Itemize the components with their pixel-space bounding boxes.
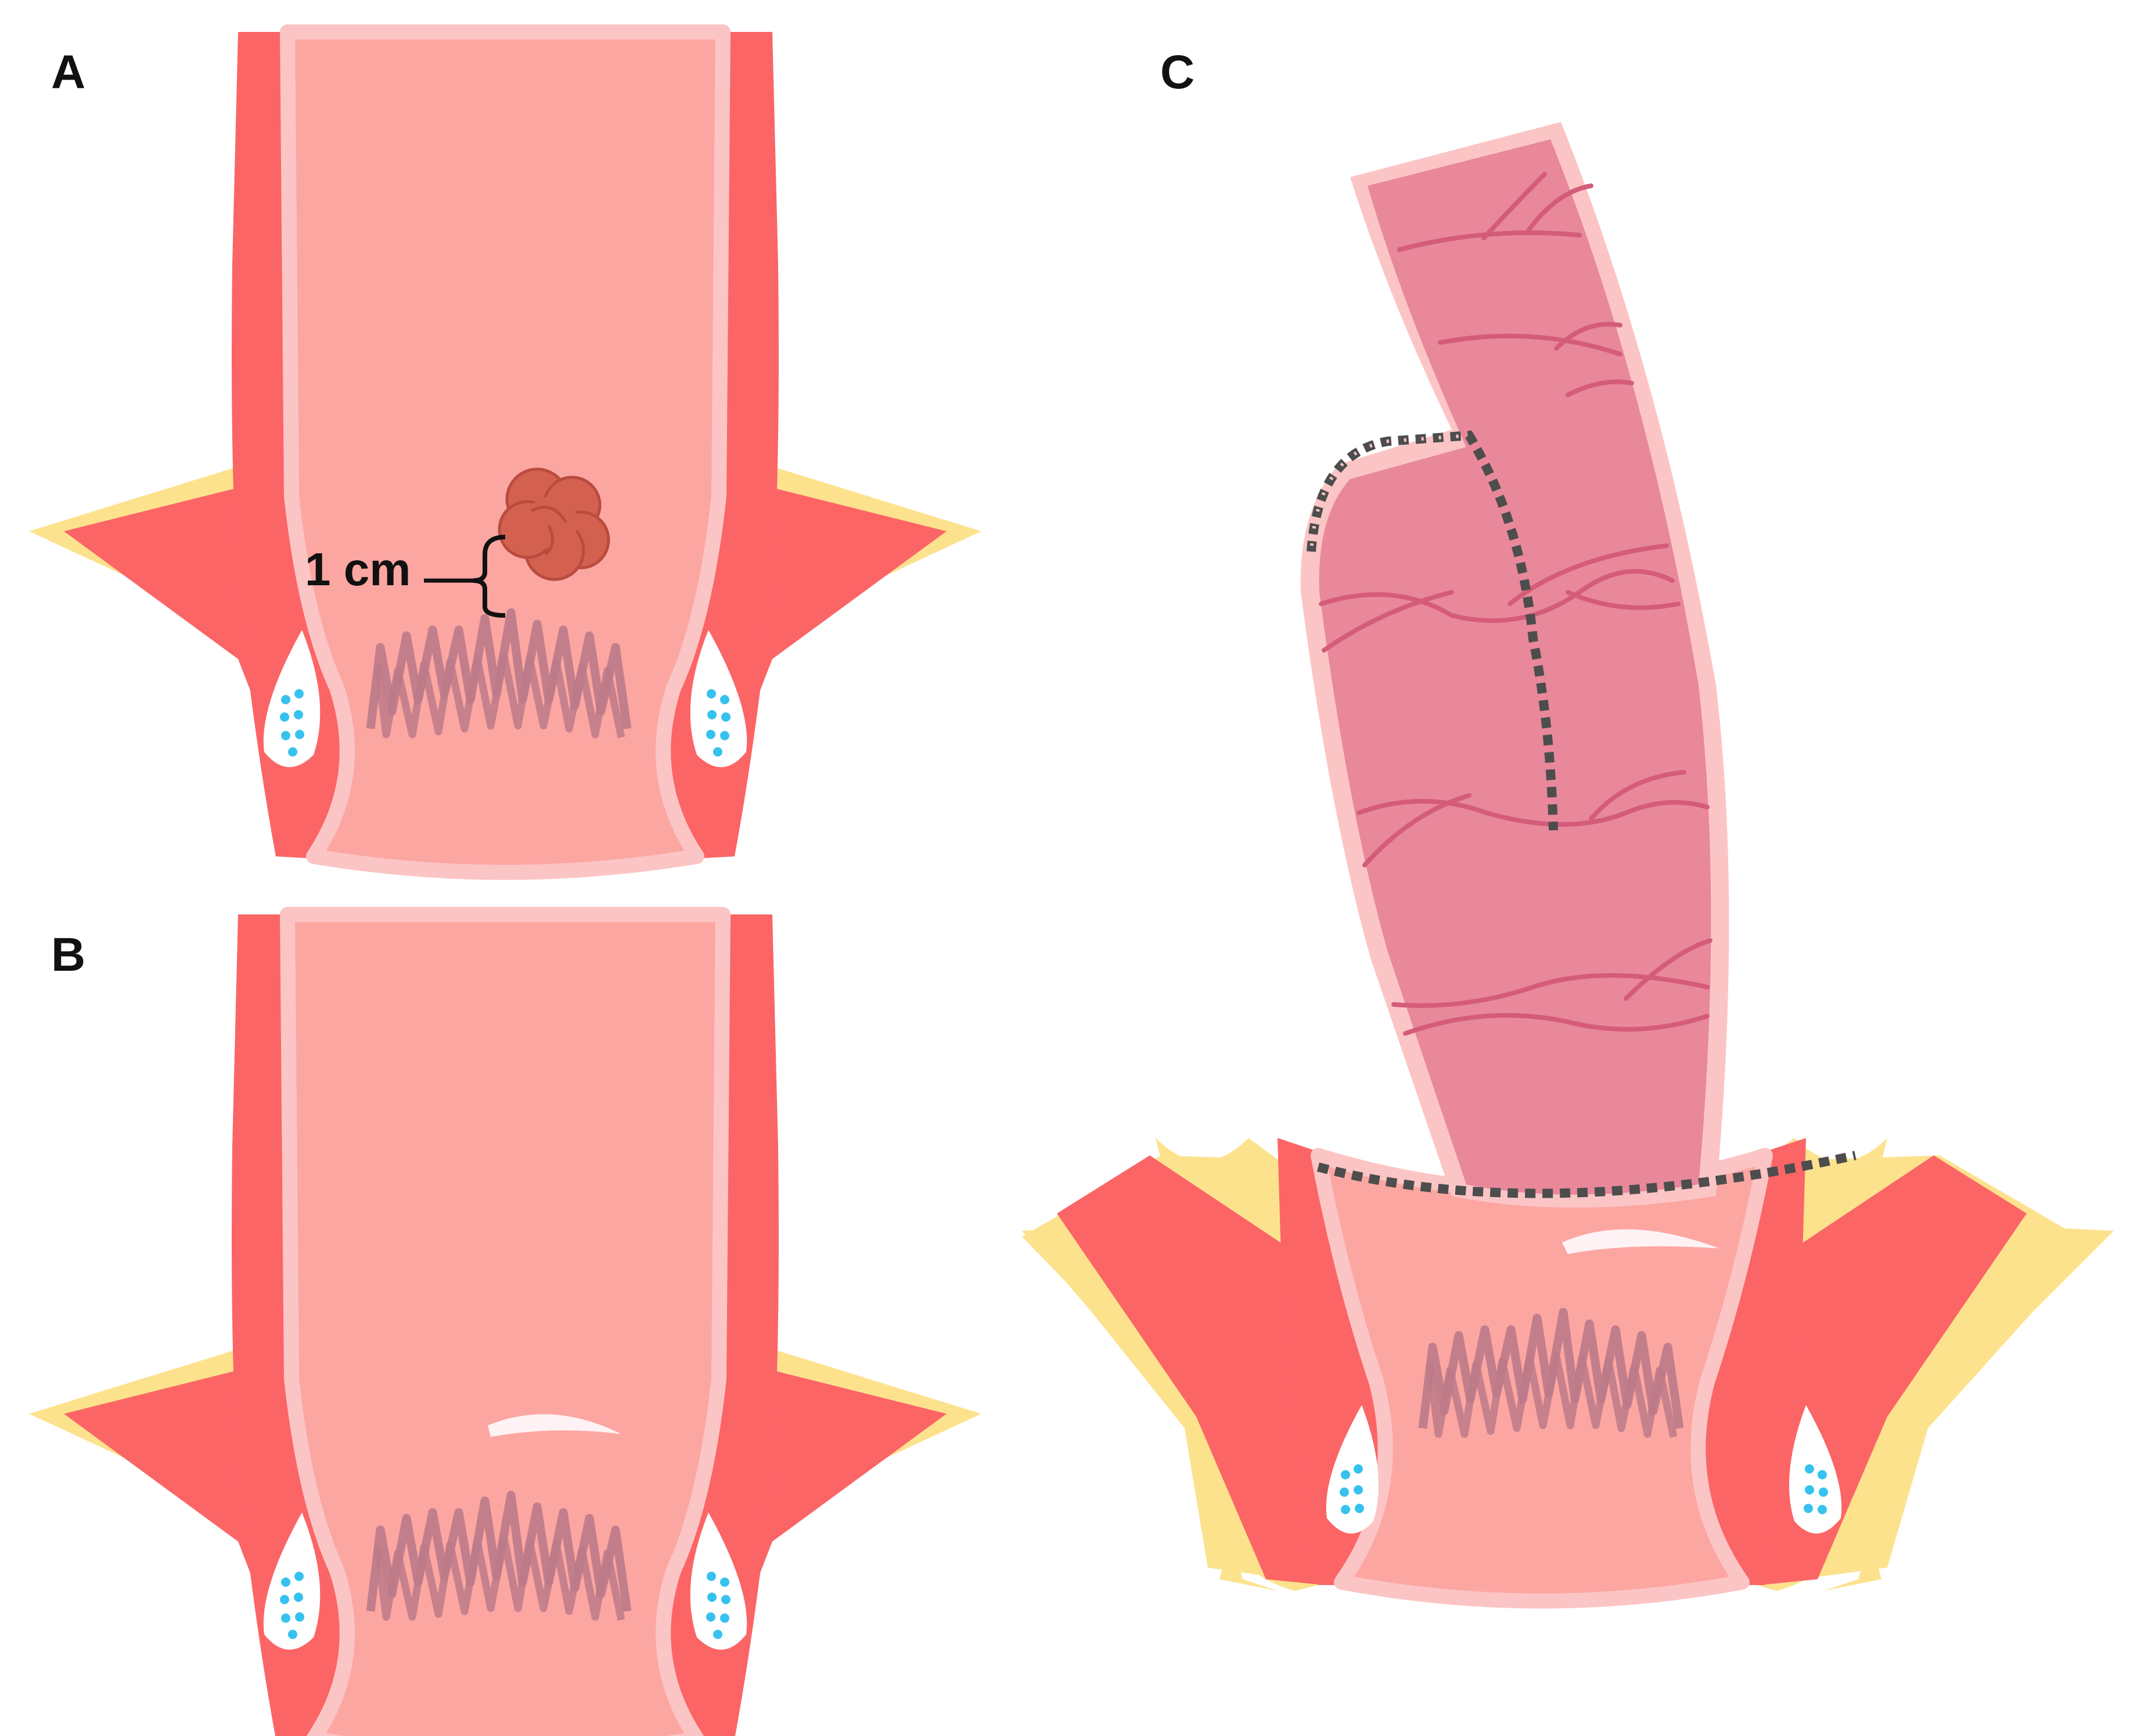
tumor (498, 467, 610, 581)
panel-b-label: B (51, 928, 85, 981)
panel-c-anal-canal (1022, 1138, 2114, 1609)
panel-c-label: C (1160, 46, 1194, 99)
panel-b-rectum (29, 914, 981, 1736)
panel-b: B (29, 914, 981, 1736)
excision-scar (488, 1414, 621, 1437)
panel-a-rectum (29, 32, 981, 873)
distance-label: 1 cm (305, 543, 411, 595)
excision-scar-c (1562, 1229, 1719, 1254)
distance-brace (424, 535, 506, 618)
panel-c: C (1022, 46, 2114, 1609)
anastomosis-line-colon (1307, 430, 1558, 831)
colon-conduit (1300, 122, 1729, 1208)
panel-a: A 1 cm (29, 32, 981, 873)
panel-a-label: A (51, 46, 85, 99)
anastomosis-line-anal (1316, 1151, 1856, 1198)
